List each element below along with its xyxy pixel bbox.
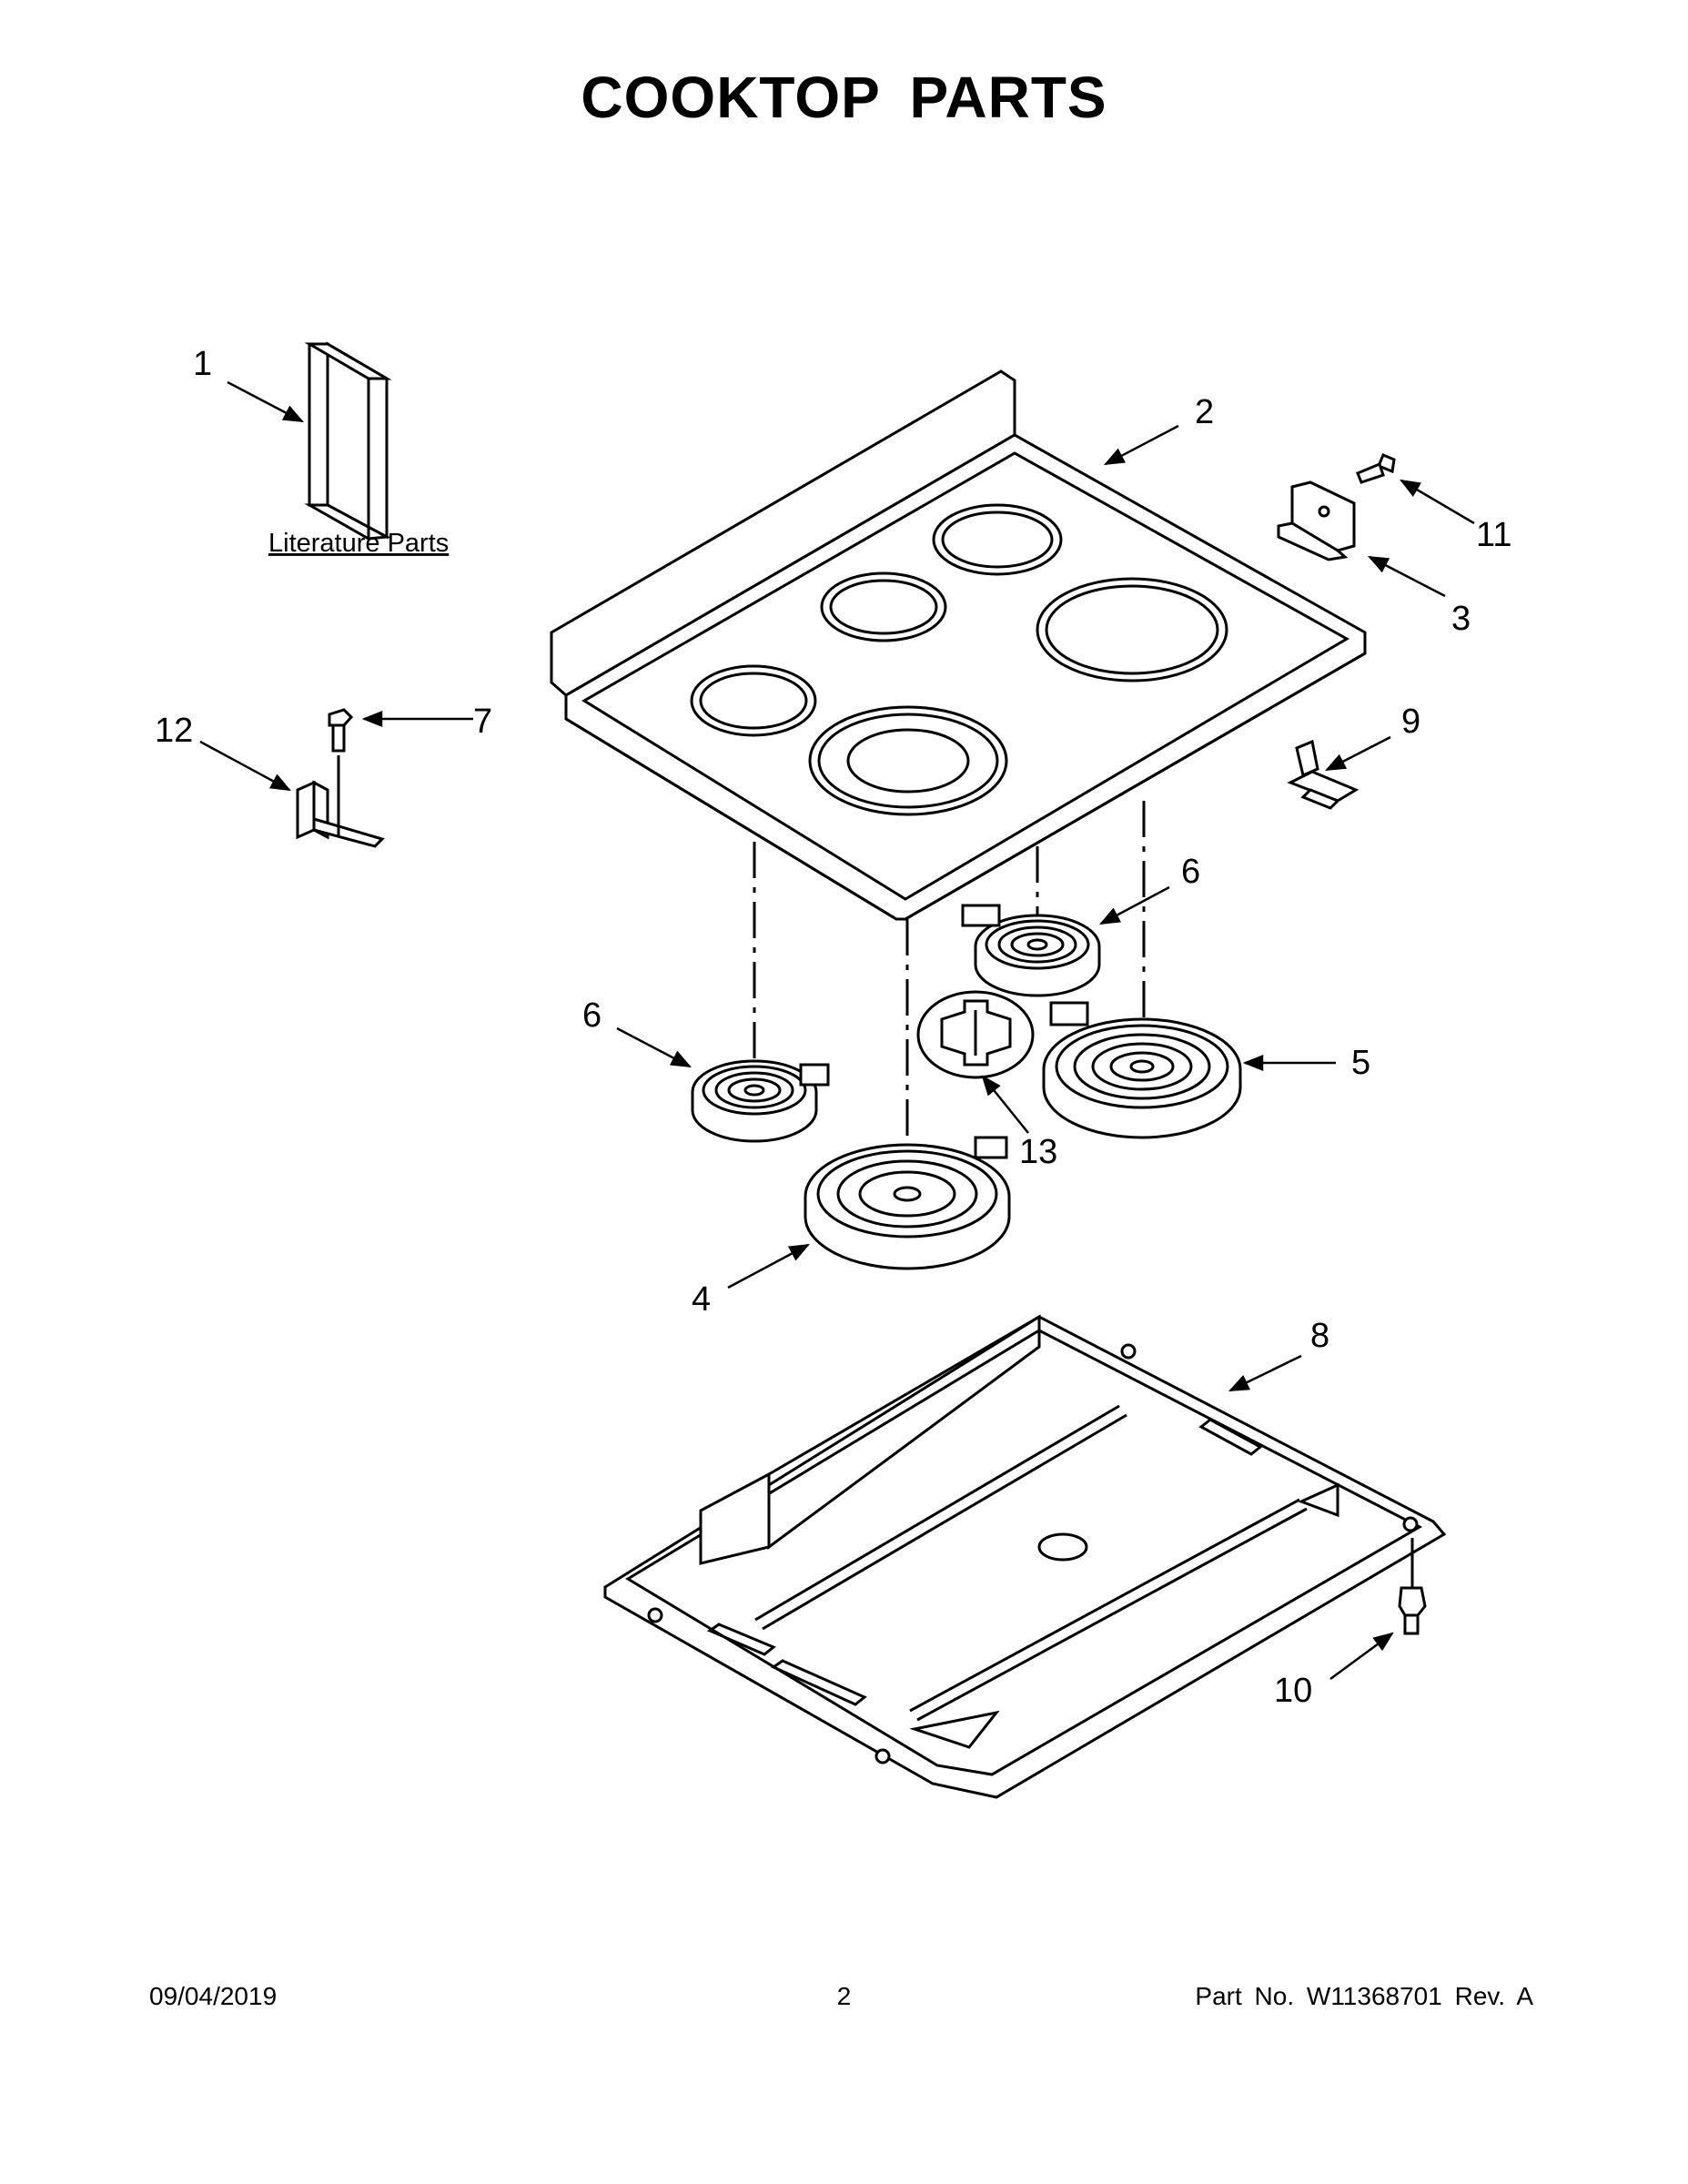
clip-9: [1287, 739, 1359, 810]
sensor-plate: [916, 990, 1035, 1079]
surface-element-small-left: [691, 1059, 830, 1143]
screw-10: [1398, 1538, 1427, 1635]
footer-date: 09/04/2019: [149, 1982, 278, 2010]
literature-parts-label: Literature Parts: [268, 529, 449, 558]
callout-4: 4: [692, 1280, 711, 1319]
leader-lines: [199, 380, 1475, 1681]
callout-9: 9: [1401, 703, 1420, 741]
literature-booklet: [304, 341, 392, 541]
cooktop-glass: [550, 369, 1367, 921]
surface-element-small-right: [961, 904, 1101, 997]
footer-page-number: 2: [836, 1982, 852, 2010]
surface-element-large-right: [1042, 1001, 1242, 1139]
callout-2: 2: [1195, 393, 1214, 431]
footer-part-number: Part No. W11368701 Rev. A: [1195, 1982, 1533, 2010]
callout-6-right: 6: [1181, 853, 1200, 891]
bracket-12: [296, 755, 385, 848]
surface-element-large-front: [804, 1136, 1011, 1270]
callout-6-left: 6: [582, 996, 601, 1035]
callout-12: 12: [155, 712, 193, 750]
callout-10: 10: [1274, 1672, 1312, 1710]
screw-11: [1356, 453, 1396, 484]
page-title: COOKTOP PARTS: [581, 65, 1107, 130]
callout-11: 11: [1476, 516, 1511, 554]
callout-8: 8: [1310, 1317, 1329, 1355]
callout-5: 5: [1351, 1044, 1370, 1082]
callout-7: 7: [473, 703, 492, 741]
callout-13: 13: [1019, 1133, 1057, 1171]
bracket-3: [1277, 480, 1356, 561]
callout-3: 3: [1451, 600, 1471, 638]
callout-1: 1: [193, 345, 212, 383]
screw-7: [328, 708, 354, 753]
burner-box: [603, 1314, 1447, 1799]
